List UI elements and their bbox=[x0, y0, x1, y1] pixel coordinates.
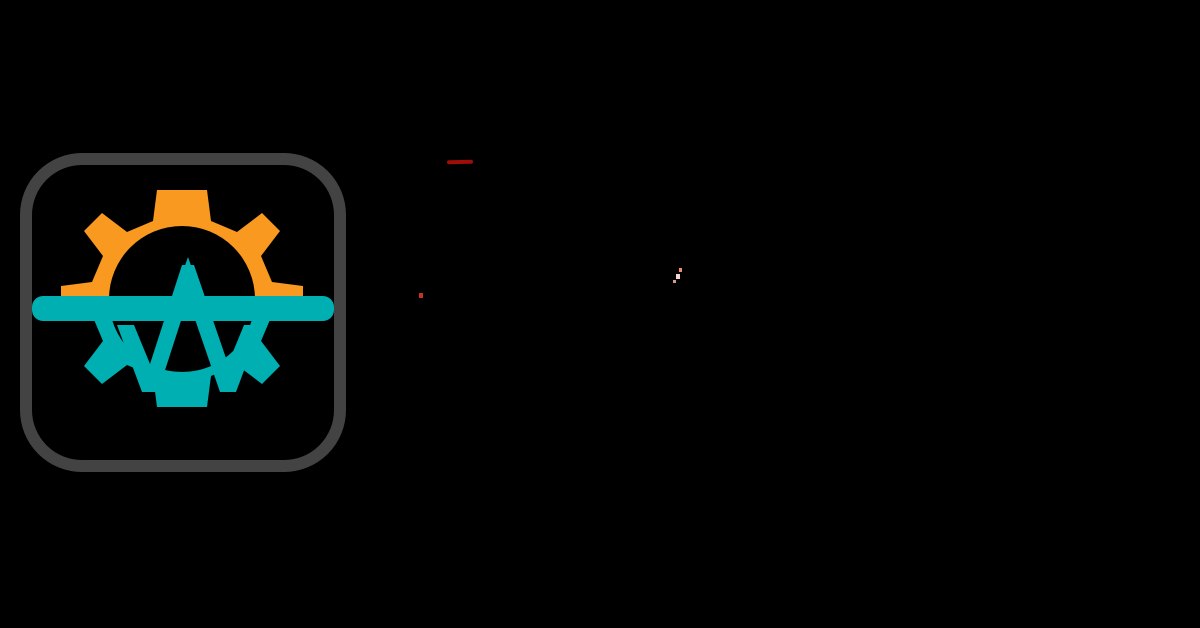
gear-bottom-half bbox=[61, 304, 303, 407]
red-dot-artifact bbox=[419, 293, 423, 298]
pink-speck-artifact-upper bbox=[679, 268, 682, 272]
rounded-square-frame bbox=[20, 153, 346, 472]
pulse-waveform bbox=[117, 265, 261, 392]
pulse-waveform-apex bbox=[174, 257, 202, 297]
logo-alt-text: Gear with waveform pulse inside a rounde… bbox=[0, 0, 1, 1]
pink-speck-artifact-lower bbox=[673, 280, 676, 283]
red-dash-artifact bbox=[446, 159, 474, 165]
gear-top-half bbox=[61, 190, 303, 304]
logo-svg bbox=[20, 153, 346, 472]
pink-speck-artifact-middle bbox=[676, 274, 680, 279]
gear-waveform-logo bbox=[12, 145, 354, 480]
split-gear bbox=[61, 190, 303, 407]
